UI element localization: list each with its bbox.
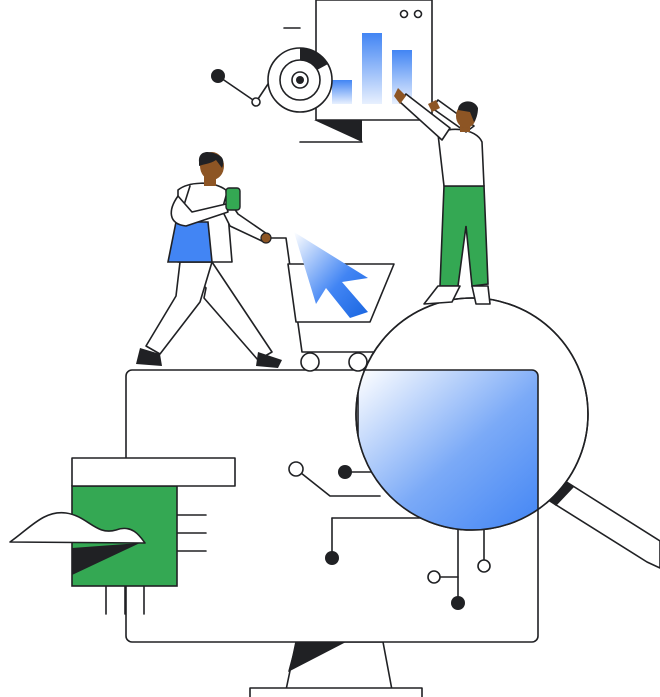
bar-1 bbox=[332, 80, 352, 104]
magnifying-glass-icon bbox=[355, 297, 660, 569]
bar-2 bbox=[362, 33, 382, 104]
monitor-base bbox=[249, 687, 423, 697]
card-stripe bbox=[71, 457, 236, 487]
credit-card-icon bbox=[9, 457, 236, 615]
shopper-figure bbox=[136, 152, 282, 368]
donut-chart-icon bbox=[211, 47, 333, 113]
card-wave bbox=[9, 511, 146, 544]
analyst-figure bbox=[394, 88, 491, 305]
smartphone-icon bbox=[225, 187, 241, 211]
bar-chart-icon bbox=[283, 0, 433, 143]
cursor-arrow-icon bbox=[294, 232, 368, 318]
